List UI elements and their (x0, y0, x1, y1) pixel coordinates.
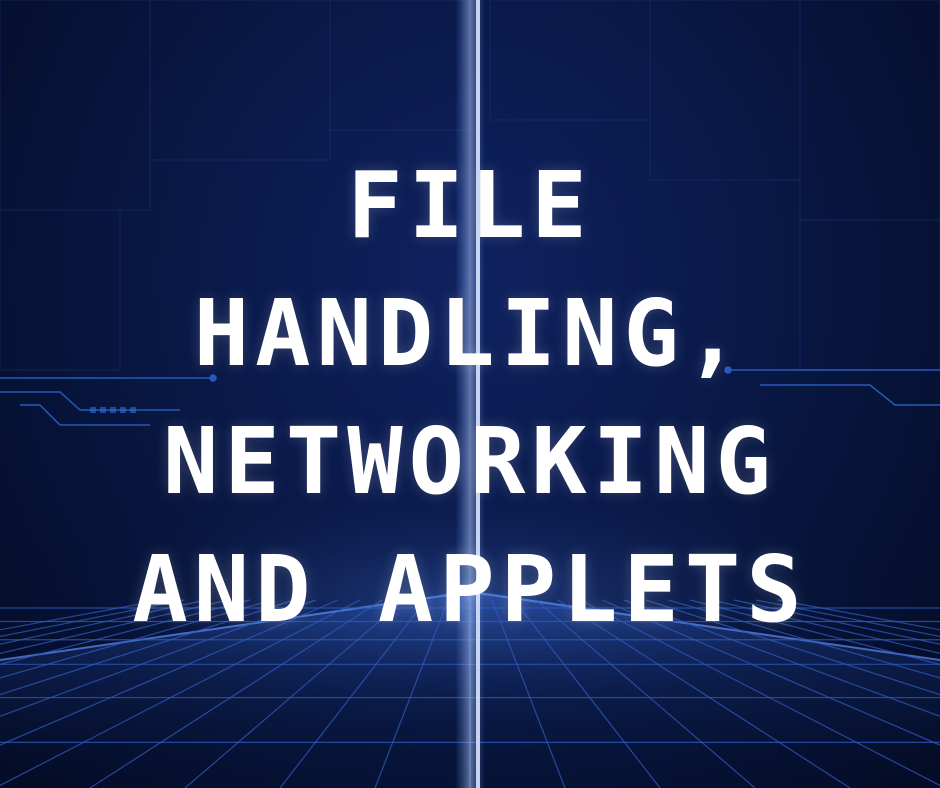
title-line-1: FILE (347, 152, 593, 259)
title-line-3: NETWORKING (163, 408, 777, 515)
circuit-left-stripes (90, 407, 136, 413)
poster-title: FILE HANDLING, NETWORKING AND APPLETS (0, 142, 940, 654)
title-line-2: HANDLING, (193, 280, 747, 387)
circuit-right (724, 366, 940, 406)
title-line-4: AND APPLETS (132, 536, 808, 643)
floor-grid-rays (0, 599, 940, 788)
